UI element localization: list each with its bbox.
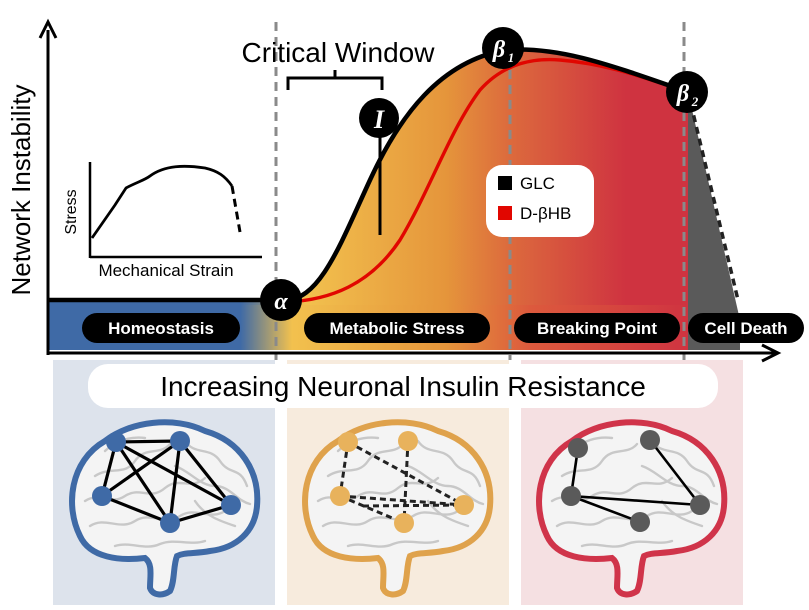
y-axis-arrow <box>38 18 58 39</box>
legend-dbhb-label: D-βHB <box>520 204 571 223</box>
phase-cell-death: Cell Death <box>688 313 804 343</box>
inset-curve <box>90 164 234 239</box>
svg-text:α: α <box>274 289 288 315</box>
inset-y-label: Stress <box>63 189 80 234</box>
brain-homeostasis <box>72 422 257 594</box>
svg-text:Cell Death: Cell Death <box>704 319 787 338</box>
svg-text:1: 1 <box>508 50 515 65</box>
phase-homeostasis: Homeostasis <box>82 313 240 343</box>
y-axis-label: Network Instability <box>6 85 36 296</box>
brain-metabolic-stress-nodes <box>330 431 474 533</box>
svg-text:β: β <box>492 37 506 63</box>
dbhb-curve <box>286 57 689 304</box>
brain-breaking-point-nodes <box>561 430 710 532</box>
inset-chart: Stress Mechanical Strain <box>63 162 262 280</box>
svg-text:Homeostasis: Homeostasis <box>108 319 214 338</box>
brain-homeostasis-edges <box>100 439 233 525</box>
legend-glc-label: GLC <box>520 174 555 193</box>
legend: GLC D-βHB <box>486 165 594 237</box>
legend-dbhb-swatch <box>498 206 512 220</box>
inset-curve-break <box>230 185 242 233</box>
svg-text:I: I <box>373 105 385 134</box>
brain-homeostasis-nodes <box>92 431 241 533</box>
svg-text:Breaking Point: Breaking Point <box>537 319 657 338</box>
beta1-marker: β 1 <box>482 27 524 69</box>
beta2-marker: β 2 <box>666 71 708 113</box>
critical-window-bracket <box>286 70 384 90</box>
critical-window-label: Critical Window <box>242 37 436 68</box>
glc-curve <box>48 47 689 303</box>
phase-breaking-point: Breaking Point <box>514 313 680 343</box>
svg-text:Metabolic Stress: Metabolic Stress <box>329 319 464 338</box>
svg-text:β: β <box>676 81 690 107</box>
cell-death-wedge <box>688 92 740 350</box>
phase-metabolic-stress: Metabolic Stress <box>304 313 490 343</box>
alpha-marker: α <box>260 279 302 321</box>
legend-glc-swatch <box>498 176 512 190</box>
brain-metabolic-stress <box>305 422 490 594</box>
svg-text:2: 2 <box>691 94 699 109</box>
banner: Increasing Neuronal Insulin Resistance <box>88 364 718 408</box>
inset-x-label: Mechanical Strain <box>98 261 233 280</box>
instability-area <box>48 49 690 310</box>
banner-text: Increasing Neuronal Insulin Resistance <box>160 371 646 402</box>
insult-marker: I <box>359 98 399 138</box>
x-axis-arrow <box>761 343 782 363</box>
brain-breaking-point <box>539 422 724 594</box>
